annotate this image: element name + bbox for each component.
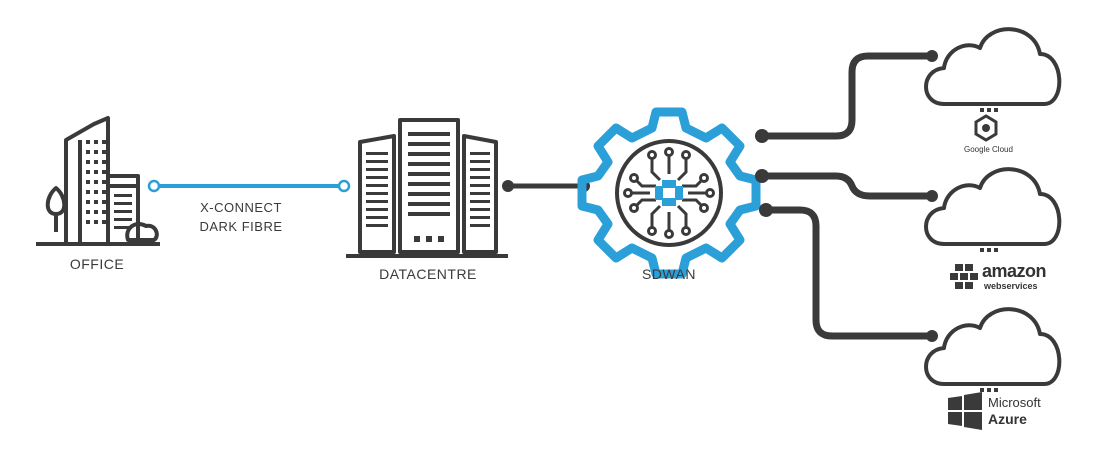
datacentre-server-icon (346, 118, 508, 258)
cloud-connectors (758, 52, 934, 340)
office-building-icon (36, 116, 160, 246)
connector-endpoints (755, 50, 938, 342)
cloud-dots-azure (980, 388, 998, 392)
sdwan-gear-icon (577, 107, 761, 279)
webservices-wordmark: webservices (984, 281, 1038, 291)
office-label: OFFICE (69, 256, 125, 272)
link-label-line2: DARK FIBRE (199, 219, 283, 234)
sdwan-label: SDWAN (641, 266, 697, 282)
datacentre-slots (366, 132, 490, 242)
cloud-icon-google (924, 27, 1062, 106)
aws-cubes-icon (950, 264, 978, 289)
azure-wordmark: Azure (988, 411, 1027, 427)
microsoft-wordmark: Microsoft (988, 395, 1041, 410)
connector-amazon (758, 172, 934, 200)
google-cloud-logo-icon (974, 114, 998, 142)
connector-azure (762, 206, 934, 340)
datacentre-label: DATACENTRE (379, 266, 477, 282)
cloud-dots-google (980, 108, 998, 112)
office-windows (86, 140, 132, 229)
cloud-icon-azure (924, 307, 1062, 386)
windows-logo-icon (948, 392, 982, 430)
connector-google (758, 52, 934, 140)
cloud-icon-amazon (924, 167, 1062, 246)
amazon-wordmark: amazon (982, 261, 1047, 281)
x-connect-link (147, 179, 351, 193)
cloud-dots-amazon (980, 248, 998, 252)
dc-sdwan-link (502, 180, 590, 192)
google-cloud-label: Google Cloud (964, 145, 1013, 154)
link-label-line1: X-CONNECT (200, 200, 282, 215)
